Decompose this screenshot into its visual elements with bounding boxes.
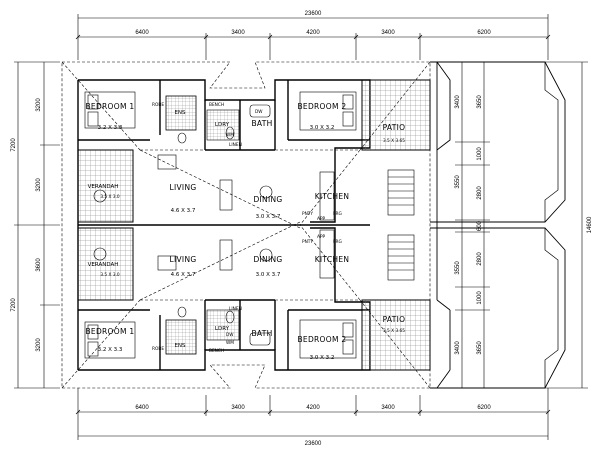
size-living-top: 4.6 X 3.7 [171, 208, 196, 214]
label-linen-top: LINEN [229, 142, 242, 148]
dim-right-b3: 2800 [477, 186, 483, 200]
dim-overall-bottom: 23600 [305, 441, 322, 447]
label-bath-bottom: BATH [251, 329, 272, 338]
dim-right-a2: 3550 [455, 175, 461, 189]
label-robe-top: ROBE [152, 102, 164, 108]
size-patio-bottom: 3.5 X 3.65 [383, 328, 405, 334]
dim-right-a3: 3550 [455, 261, 461, 275]
dim-left-inner-4: 3200 [36, 338, 42, 352]
label-kitchen-top: KITCHEN [315, 192, 350, 201]
verandah-areas [77, 149, 134, 301]
dim-left-inner-3: 3600 [36, 258, 42, 272]
label-bath-top: BATH [251, 119, 272, 128]
dim-left-outer-2: 7200 [11, 298, 17, 312]
dim-right-b2: 1000 [477, 147, 483, 161]
dim-top-1: 6400 [135, 30, 149, 36]
label-app-top: APP [317, 216, 326, 222]
dimension-lines [14, 14, 588, 440]
label-bedroom1-bottom: BEDROOM 1 [85, 327, 134, 336]
size-bedroom2-bottom: 3.0 X 3.2 [310, 355, 335, 361]
size-bedroom2-top: 3.0 X 3.2 [310, 125, 335, 131]
label-linen-bottom: LINEN [229, 306, 242, 312]
dim-top-2: 3400 [231, 30, 245, 36]
label-verandah-top: VERANDAH [88, 184, 119, 190]
label-wm-bottom: WM [226, 340, 234, 346]
dim-right-b1: 3650 [477, 95, 483, 109]
label-dining-top: DINING [253, 195, 282, 204]
label-kitchen-bottom: KITCHEN [315, 255, 350, 264]
dim-bottom-2: 3400 [231, 405, 245, 411]
label-dw-bottom: DW [226, 332, 234, 338]
dimension-ticks [75, 34, 551, 415]
size-dining-bottom: 3.0 X 3.7 [256, 272, 281, 278]
label-robe-bottom: ROBE [152, 346, 164, 352]
dim-bottom-1: 6400 [135, 405, 149, 411]
dim-top-3: 4200 [306, 30, 320, 36]
fixture-labels: ROBE ROBE BENCH BENCH LINEN LINEN DW DW … [152, 102, 342, 354]
label-laundry-bottom: LDRY [215, 326, 230, 332]
label-bedroom2-top: BEDROOM 2 [297, 102, 346, 111]
label-ensuite-top: ENS [174, 110, 186, 116]
size-patio-top: 3.5 X 3.65 [383, 138, 405, 144]
right-roof-outlines [430, 61, 566, 389]
dim-bottom-4: 3400 [381, 405, 395, 411]
dim-right-a4: 3400 [455, 341, 461, 355]
dim-right-b6: 1000 [477, 291, 483, 305]
dim-right-b7: 3650 [477, 341, 483, 355]
right-roof-ridges [544, 62, 559, 388]
dim-right-b4: 600 [477, 220, 483, 231]
label-wm-top: WM [226, 132, 234, 138]
label-frg-bottom: FRG [333, 239, 342, 245]
dim-right-overall: 14600 [587, 216, 593, 233]
label-bedroom1-top: BEDROOM 1 [85, 102, 134, 111]
size-bedroom1-bottom: 3.2 X 3.3 [98, 347, 123, 353]
dim-right-b5: 2800 [477, 252, 483, 266]
stairs [387, 169, 415, 281]
size-dining-top: 3.0 X 3.7 [256, 214, 281, 220]
label-laundry-top: LDRY [215, 122, 230, 128]
label-bench-bottom: BENCH [209, 348, 224, 354]
size-living-bottom: 4.6 X 3.7 [171, 272, 196, 278]
dim-top-4: 3400 [381, 30, 395, 36]
label-dw-top: DW [255, 109, 263, 115]
dim-left-inner-1: 3200 [36, 98, 42, 112]
label-bedroom2-bottom: BEDROOM 2 [297, 335, 346, 344]
wet-area-tiles [165, 95, 240, 355]
label-frg-top: FRG [333, 211, 342, 217]
dim-right-a1: 3400 [455, 95, 461, 109]
label-ensuite-bottom: ENS [174, 343, 186, 349]
dim-left-inner-2: 3200 [36, 178, 42, 192]
label-living-bottom: LIVING [170, 255, 197, 264]
dim-bottom-5: 6200 [477, 405, 491, 411]
size-verandah-top: 3.5 X 3.0 [100, 194, 120, 200]
size-verandah-bottom: 3.5 X 3.0 [100, 272, 120, 278]
label-app-bottom: APP [317, 234, 326, 240]
furniture [84, 91, 357, 359]
label-verandah-bottom: VERANDAH [88, 262, 119, 268]
dim-top-5: 6200 [477, 30, 491, 36]
label-dining-bottom: DINING [253, 255, 282, 264]
label-patio-top: PATIO [383, 123, 406, 132]
size-bedroom1-top: 3.2 X 3.3 [98, 125, 123, 131]
label-patio-bottom: PATIO [383, 315, 406, 324]
walls [77, 79, 371, 371]
room-labels: BEDROOM 1 3.2 X 3.3 BEDROOM 2 3.0 X 3.2 … [85, 102, 405, 361]
dim-left-outer-1: 7200 [11, 138, 17, 152]
patio-areas [361, 79, 431, 371]
label-bench-top: BENCH [209, 102, 224, 108]
dim-overall-top: 23600 [305, 11, 322, 17]
dim-bottom-3: 4200 [306, 405, 320, 411]
label-pnty-bottom: PNTY [302, 239, 313, 245]
label-living-top: LIVING [170, 183, 197, 192]
label-pnty-top: PNTY [302, 211, 313, 217]
